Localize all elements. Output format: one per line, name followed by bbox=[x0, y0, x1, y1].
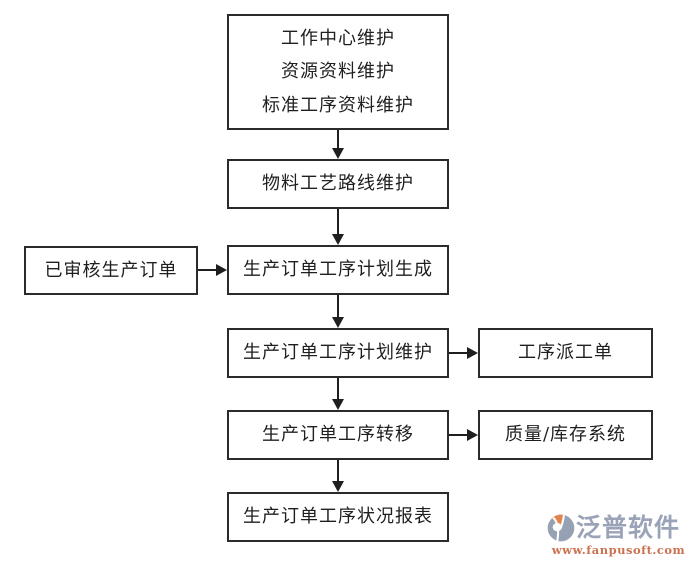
arrow-line bbox=[198, 269, 217, 271]
arrow-line bbox=[449, 352, 468, 354]
arrow-line bbox=[337, 209, 339, 235]
vendor-logo: 泛普软件 www.fanpusoft.com bbox=[546, 513, 691, 557]
arrow-head-down-icon bbox=[332, 148, 344, 159]
arrow-line bbox=[337, 295, 339, 318]
vendor-logo-row: 泛普软件 bbox=[546, 513, 691, 543]
arrow-head-down-icon bbox=[332, 234, 344, 245]
arrow-head-right-icon bbox=[467, 347, 478, 359]
node-dispatch-order-label: 工序派工单 bbox=[518, 342, 613, 364]
node-dispatch-order: 工序派工单 bbox=[478, 328, 653, 378]
arrow-head-right-icon bbox=[216, 264, 227, 276]
node-master-data-line3: 标准工序资料维护 bbox=[262, 94, 414, 116]
node-master-data-line1: 工作中心维护 bbox=[281, 27, 395, 49]
node-material-routing: 物料工艺路线维护 bbox=[227, 159, 449, 209]
arrow-head-right-icon bbox=[467, 429, 478, 441]
node-status-report-label: 生产订单工序状况报表 bbox=[243, 506, 433, 528]
arrow-head-down-icon bbox=[332, 481, 344, 492]
node-master-data: 工作中心维护 资源资料维护 标准工序资料维护 bbox=[227, 14, 449, 130]
node-process-transfer-label: 生产订单工序转移 bbox=[262, 424, 414, 446]
arrow-line bbox=[337, 130, 339, 149]
fanpu-logo-icon bbox=[547, 514, 575, 542]
arrow-head-down-icon bbox=[332, 317, 344, 328]
node-status-report: 生产订单工序状况报表 bbox=[227, 492, 449, 542]
vendor-logo-name: 泛普软件 bbox=[576, 513, 681, 542]
vendor-logo-url: www.fanpusoft.com bbox=[551, 543, 686, 557]
node-material-routing-label: 物料工艺路线维护 bbox=[262, 173, 414, 195]
node-plan-generation: 生产订单工序计划生成 bbox=[227, 245, 449, 295]
node-quality-inventory-label: 质量/库存系统 bbox=[504, 424, 627, 446]
arrow-line bbox=[337, 460, 339, 482]
arrow-line bbox=[449, 434, 468, 436]
arrow-head-down-icon bbox=[332, 399, 344, 410]
node-process-transfer: 生产订单工序转移 bbox=[227, 410, 449, 460]
node-approved-order: 已审核生产订单 bbox=[24, 246, 198, 295]
arrow-line bbox=[337, 378, 339, 400]
node-plan-maintenance-label: 生产订单工序计划维护 bbox=[243, 342, 433, 364]
node-approved-order-label: 已审核生产订单 bbox=[44, 259, 178, 281]
node-quality-inventory: 质量/库存系统 bbox=[478, 410, 653, 460]
node-plan-maintenance: 生产订单工序计划维护 bbox=[227, 328, 449, 378]
node-master-data-line2: 资源资料维护 bbox=[281, 61, 395, 83]
node-plan-generation-label: 生产订单工序计划生成 bbox=[243, 259, 433, 281]
